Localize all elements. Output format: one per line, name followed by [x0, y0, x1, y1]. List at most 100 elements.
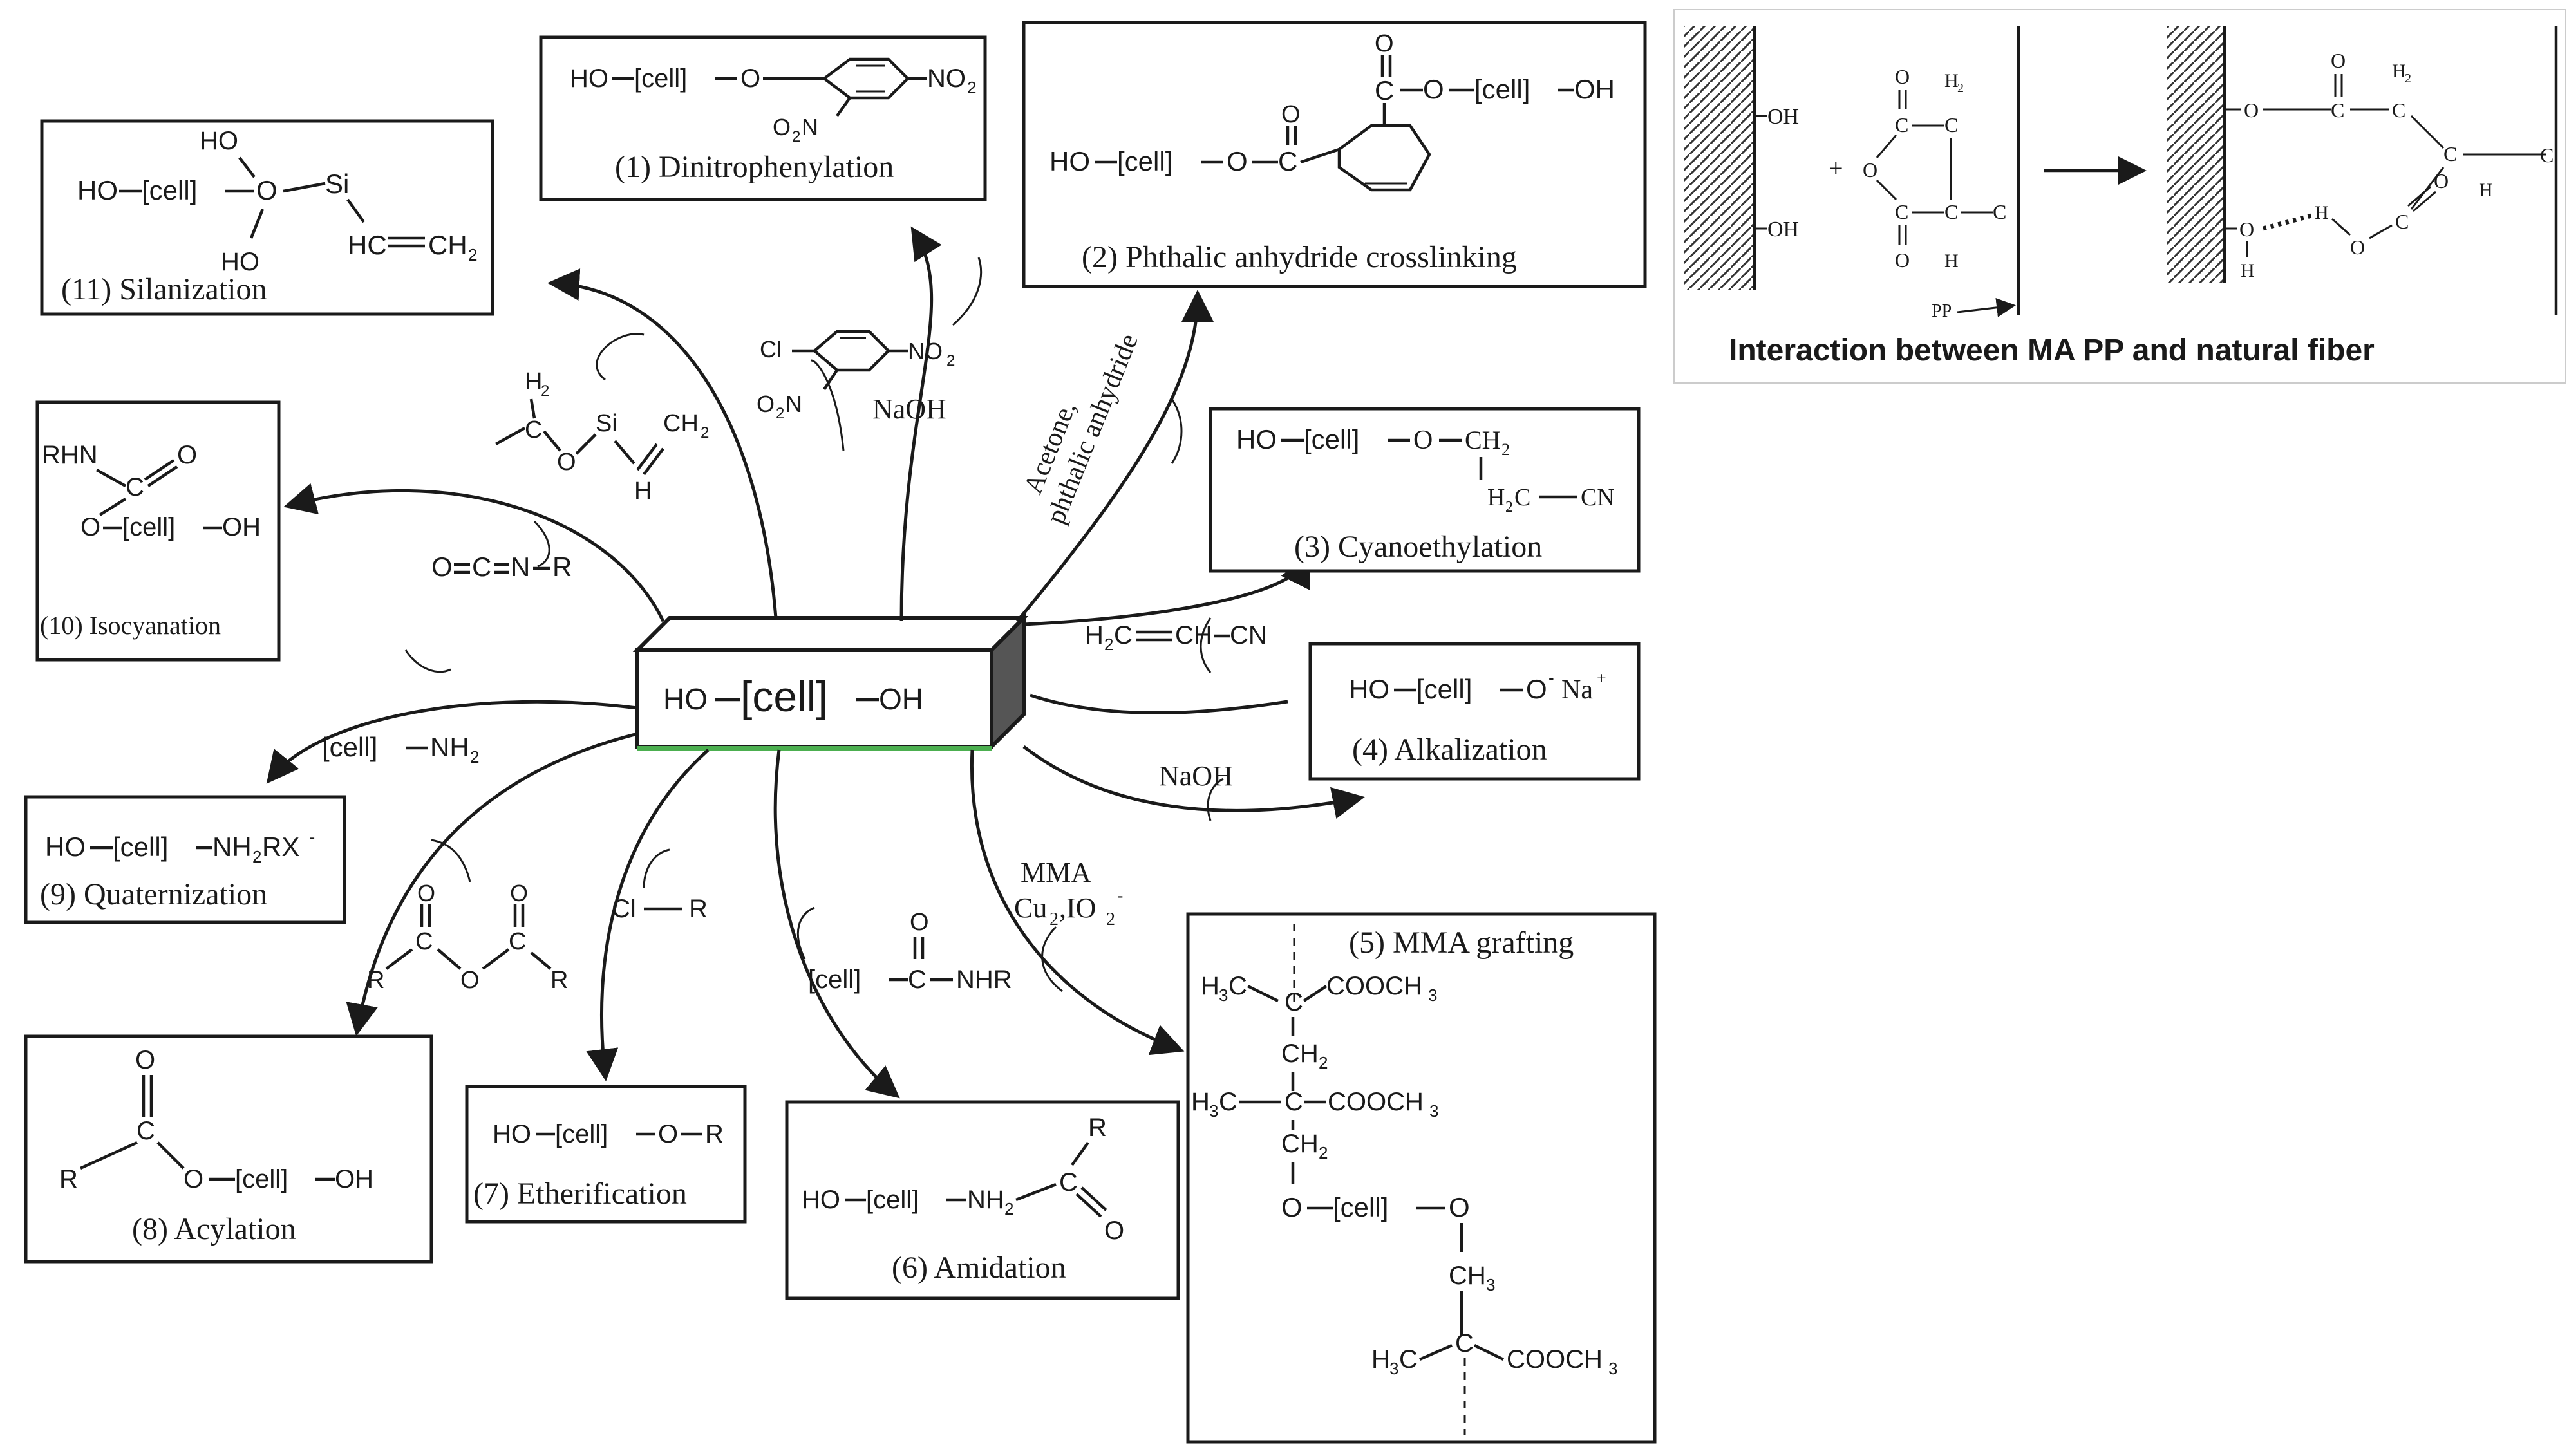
- reagent-3: H 2 C CH CN: [1085, 621, 1267, 654]
- reagent-7: Cl R: [612, 895, 708, 923]
- reagent7-r: R: [689, 895, 708, 923]
- reaction-3-cyanoethylation: HO [cell] O CH 2 H 2 C CN (3) Cyanoethyl…: [1209, 407, 1641, 573]
- svg-text:[cell]: [cell]: [808, 966, 861, 994]
- fiber-oh-2: OH: [1767, 218, 1799, 241]
- svg-text:2: 2: [541, 382, 549, 400]
- svg-text:3: 3: [1428, 985, 1437, 1005]
- r2-ho: HO: [1049, 146, 1090, 176]
- svg-text:2: 2: [701, 424, 709, 442]
- svg-text:2: 2: [1106, 910, 1115, 929]
- r6-ho: HO: [802, 1186, 840, 1214]
- svg-text:RX: RX: [262, 832, 299, 862]
- svg-text:CH: CH: [1281, 1130, 1319, 1158]
- svg-text:H: H: [1085, 621, 1104, 649]
- svg-text:C: C: [415, 928, 433, 955]
- r11-label: (11) Silanization: [61, 272, 267, 306]
- svg-text:O: O: [2350, 236, 2365, 259]
- svg-text:O: O: [1863, 158, 1877, 182]
- svg-text:O: O: [417, 880, 435, 906]
- svg-text:C: C: [1944, 200, 1958, 223]
- svg-text:O: O: [2434, 169, 2449, 192]
- svg-text:H: H: [1371, 1345, 1390, 1374]
- r7-label: (7) Etherification: [473, 1177, 687, 1211]
- r4-o: O: [1526, 674, 1547, 704]
- svg-text:H: H: [2315, 202, 2329, 223]
- plus-sign: +: [1829, 154, 1843, 183]
- reagent-10: O C N R: [431, 552, 572, 582]
- r6-label: (6) Amidation: [892, 1251, 1066, 1285]
- svg-text:[cell]: [cell]: [322, 732, 377, 762]
- svg-text:OH: OH: [222, 513, 261, 541]
- r5-cell: [cell]: [1333, 1192, 1388, 1222]
- reagent-8: R C O O C O R: [367, 880, 568, 994]
- svg-text:HO: HO: [200, 127, 238, 155]
- svg-text:2: 2: [776, 405, 784, 422]
- svg-text:C: C: [509, 928, 526, 955]
- svg-text:C: C: [136, 1117, 155, 1145]
- svg-text:R: R: [59, 1165, 78, 1193]
- svg-text:C: C: [1059, 1168, 1078, 1197]
- svg-text:2: 2: [1319, 1143, 1328, 1162]
- svg-text:2: 2: [470, 747, 479, 767]
- fiber-surface-right: [2167, 26, 2225, 283]
- svg-text:2: 2: [1505, 499, 1513, 516]
- r9-cell: [cell]: [113, 832, 168, 862]
- r4-cell: [cell]: [1416, 674, 1472, 704]
- reaction-9-quaternization: HO [cell] NH 2 RX - (9) Quaternization: [24, 795, 346, 924]
- svg-text:H: H: [525, 368, 542, 395]
- arrow-3b: [1030, 693, 1288, 714]
- svg-text:O: O: [1281, 101, 1301, 128]
- pp-label: PP: [1932, 301, 1952, 321]
- arrow-6: [773, 749, 900, 1099]
- svg-text:O: O: [910, 909, 929, 936]
- svg-text:COOCH: COOCH: [1326, 972, 1422, 1000]
- reaction-8-acylation: O C R O [cell] OH (8) Acylation: [24, 1034, 433, 1264]
- svg-text:2: 2: [1501, 440, 1510, 459]
- svg-text:C: C: [1219, 1088, 1237, 1116]
- arrow-8: [346, 732, 638, 1036]
- reagent1-naoh: NaOH: [872, 393, 946, 425]
- r7-ho: HO: [493, 1120, 531, 1148]
- svg-text:Cl: Cl: [612, 895, 636, 923]
- arrow-5: [970, 749, 1185, 1056]
- reaction-7-etherification: HO [cell] O R (7) Etherification: [465, 1085, 747, 1224]
- r9-ho: HO: [45, 832, 86, 862]
- svg-text:C: C: [1993, 200, 2006, 223]
- arrow-9: [266, 700, 638, 784]
- r3-label: (3) Cyanoethylation: [1294, 530, 1542, 564]
- reaction-2-phthalic-anhydride-crosslinking: HO [cell] O C O C O O [cell] OH (2) Phth…: [1022, 21, 1647, 288]
- center-oh: OH: [879, 682, 923, 716]
- r3-cn: CN: [1581, 484, 1615, 511]
- svg-text:C: C: [2392, 98, 2405, 122]
- svg-text:N: N: [802, 114, 818, 140]
- svg-text:H: H: [1944, 250, 1959, 272]
- r8-label: (8) Acylation: [132, 1212, 296, 1246]
- r2-cell2: [cell]: [1474, 74, 1530, 104]
- r5-label: (5) MMA grafting: [1349, 926, 1574, 960]
- svg-text:C: C: [1944, 113, 1958, 136]
- r5-c3: C: [1455, 1329, 1474, 1358]
- svg-text:-: -: [1117, 886, 1123, 906]
- reagent-2: Acetone, phthalic anhydride: [1019, 330, 1144, 528]
- svg-text:C: C: [126, 473, 144, 501]
- r1-cell: [cell]: [634, 64, 687, 93]
- svg-text:HC: HC: [348, 230, 387, 260]
- r3-ch2: CH: [1465, 425, 1501, 454]
- svg-text:H: H: [2241, 260, 2255, 281]
- reaction-11-silanization: HO HO [cell] O Si HO HC CH 2 (11) Silani…: [40, 119, 494, 316]
- svg-text:2: 2: [1957, 81, 1964, 95]
- r1-label: (1) Dinitrophenylation: [615, 150, 894, 184]
- svg-text:3: 3: [1389, 1359, 1398, 1378]
- fiber-oh-1: OH: [1767, 105, 1799, 129]
- svg-text:C: C: [1895, 113, 1908, 136]
- svg-text:O: O: [177, 441, 197, 469]
- r1-ho: HO: [570, 64, 608, 93]
- svg-text:3: 3: [1219, 985, 1228, 1005]
- svg-text:O: O: [1375, 30, 1394, 57]
- reaction-arrows: [266, 226, 1365, 1099]
- arrow-11: [547, 268, 778, 619]
- svg-text:C: C: [2395, 210, 2409, 233]
- reagent-6: [cell] C O NHR: [808, 909, 1012, 994]
- r4-ho: HO: [1349, 674, 1389, 704]
- r1-no2a: NO: [927, 64, 966, 93]
